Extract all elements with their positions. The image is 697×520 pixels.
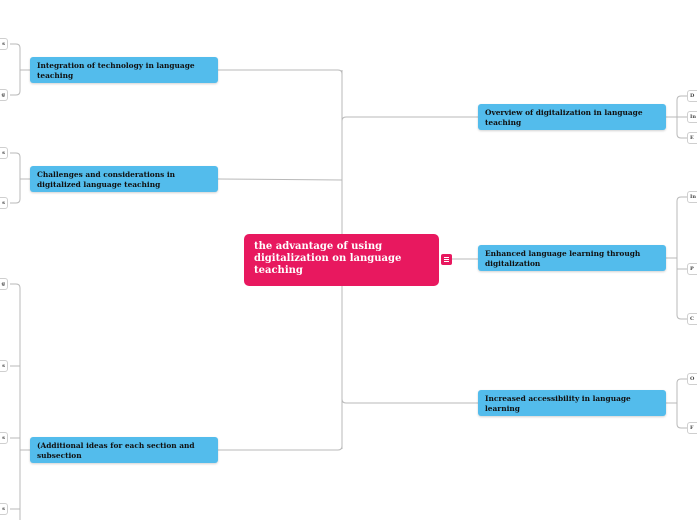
topic-challenges-and-considerations[interactable]: Challenges and considerations in digital… — [30, 166, 218, 192]
subtopic[interactable]: In — [687, 191, 697, 203]
topic-label: Integration of technology in language te… — [37, 61, 195, 80]
topic-label: Challenges and considerations in digital… — [37, 170, 176, 189]
subtopic[interactable]: P — [687, 263, 697, 275]
subtopic[interactable]: E — [687, 132, 697, 144]
subtopic[interactable]: O — [687, 373, 697, 385]
root-topic-label: the advantage of using digitalization on… — [254, 241, 402, 276]
subtopic-label: g — [1, 92, 6, 98]
subtopic[interactable]: s — [0, 503, 8, 515]
subtopic-label: E — [690, 135, 694, 141]
subtopic[interactable]: F — [687, 422, 697, 434]
topic-label: Overview of digitalization in language t… — [485, 108, 643, 127]
topic-enhanced-language-learning[interactable]: Enhanced language learning through digit… — [478, 245, 666, 271]
root-topic[interactable]: the advantage of using digitalization on… — [244, 234, 439, 286]
topic-label: Enhanced language learning through digit… — [485, 249, 641, 268]
subtopic[interactable]: C — [687, 313, 697, 325]
subtopic[interactable]: In — [687, 111, 697, 123]
note-icon[interactable] — [441, 254, 452, 265]
topic-label: (Additional ideas for each section and s… — [37, 441, 195, 460]
subtopic-label: P — [690, 266, 694, 272]
subtopic[interactable]: g — [0, 278, 8, 290]
subtopic[interactable]: s — [0, 38, 8, 50]
subtopic[interactable]: g — [0, 89, 8, 101]
topic-increased-accessibility[interactable]: Increased accessibility in language lear… — [478, 390, 666, 416]
subtopic-label: In — [690, 114, 696, 120]
subtopic[interactable]: s — [0, 360, 8, 372]
subtopic[interactable]: s — [0, 147, 8, 159]
topic-additional-ideas[interactable]: (Additional ideas for each section and s… — [30, 437, 218, 463]
subtopic-label: D — [690, 93, 695, 99]
subtopic-label: In — [690, 194, 696, 200]
subtopic-label: O — [690, 376, 695, 382]
subtopic-label: s — [2, 150, 5, 156]
subtopic[interactable]: s — [0, 197, 8, 209]
subtopic-label: s — [2, 200, 5, 206]
subtopic-label: s — [2, 435, 5, 441]
subtopic[interactable]: D — [687, 90, 697, 102]
subtopic-label: C — [690, 316, 694, 322]
topic-overview-of-digitalization[interactable]: Overview of digitalization in language t… — [478, 104, 666, 130]
topic-label: Increased accessibility in language lear… — [485, 394, 631, 413]
subtopic-label: s — [2, 506, 5, 512]
subtopic-label: F — [690, 425, 694, 431]
subtopic-label: s — [2, 363, 5, 369]
subtopic-label: s — [2, 41, 5, 47]
topic-integration-of-technology[interactable]: Integration of technology in language te… — [30, 57, 218, 83]
subtopic-label: g — [1, 281, 6, 287]
subtopic[interactable]: s — [0, 432, 8, 444]
